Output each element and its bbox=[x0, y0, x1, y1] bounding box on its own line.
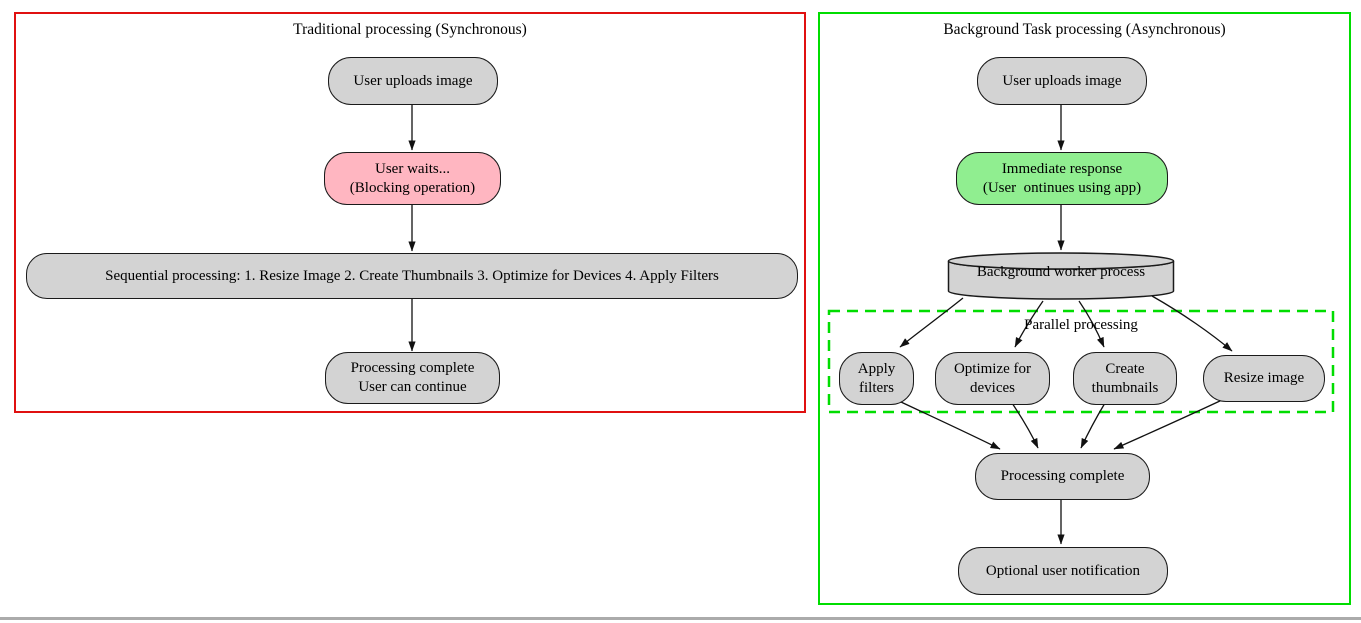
node-immediate-response: Immediate response (User ontinues using … bbox=[956, 152, 1168, 205]
asynchronous-cluster-border bbox=[818, 12, 1351, 605]
node-background-worker-label: Background worker process bbox=[976, 264, 1146, 280]
node-sequential-processing: Sequential processing: 1. Resize Image 2… bbox=[26, 253, 798, 299]
node-create-thumbnails: Create thumbnails bbox=[1073, 352, 1177, 405]
edge-applyfilters-pcomplete bbox=[900, 401, 1001, 450]
node-user-uploads-image-sync: User uploads image bbox=[328, 57, 498, 105]
node-optimize-for-devices: Optimize for devices bbox=[935, 352, 1050, 405]
node-user-waits: User waits... (Blocking operation) bbox=[324, 152, 501, 205]
cylinder-shape bbox=[947, 252, 1175, 300]
node-apply-filters: Apply filters bbox=[839, 352, 914, 405]
asynchronous-cluster-title: Background Task processing (Asynchronous… bbox=[943, 21, 1226, 38]
node-user-uploads-image-async: User uploads image bbox=[977, 57, 1147, 105]
parallel-cluster-label: Parallel processing bbox=[1024, 317, 1138, 333]
bottom-divider-line bbox=[0, 617, 1361, 620]
node-resize-image: Resize image bbox=[1203, 355, 1325, 402]
node-processing-complete-sync: Processing complete User can continue bbox=[325, 352, 500, 404]
edge-worker-applyfilters bbox=[899, 297, 964, 348]
edge-worker-create bbox=[1078, 300, 1105, 348]
synchronous-cluster-border bbox=[14, 12, 806, 413]
edge-create-pcomplete bbox=[1080, 402, 1106, 449]
node-optional-user-notification: Optional user notification bbox=[958, 547, 1168, 595]
node-background-worker-cylinder: Background worker process bbox=[947, 251, 1175, 301]
edge-worker-optimize bbox=[1014, 300, 1044, 348]
edge-optimize-pcomplete bbox=[1011, 402, 1039, 449]
synchronous-cluster-title: Traditional processing (Synchronous) bbox=[293, 21, 527, 38]
edge-resize-pcomplete bbox=[1113, 399, 1223, 450]
node-processing-complete-async: Processing complete bbox=[975, 453, 1150, 500]
edge-worker-resize bbox=[1151, 295, 1233, 352]
parallel-cluster-dashed-border bbox=[827, 309, 1335, 414]
